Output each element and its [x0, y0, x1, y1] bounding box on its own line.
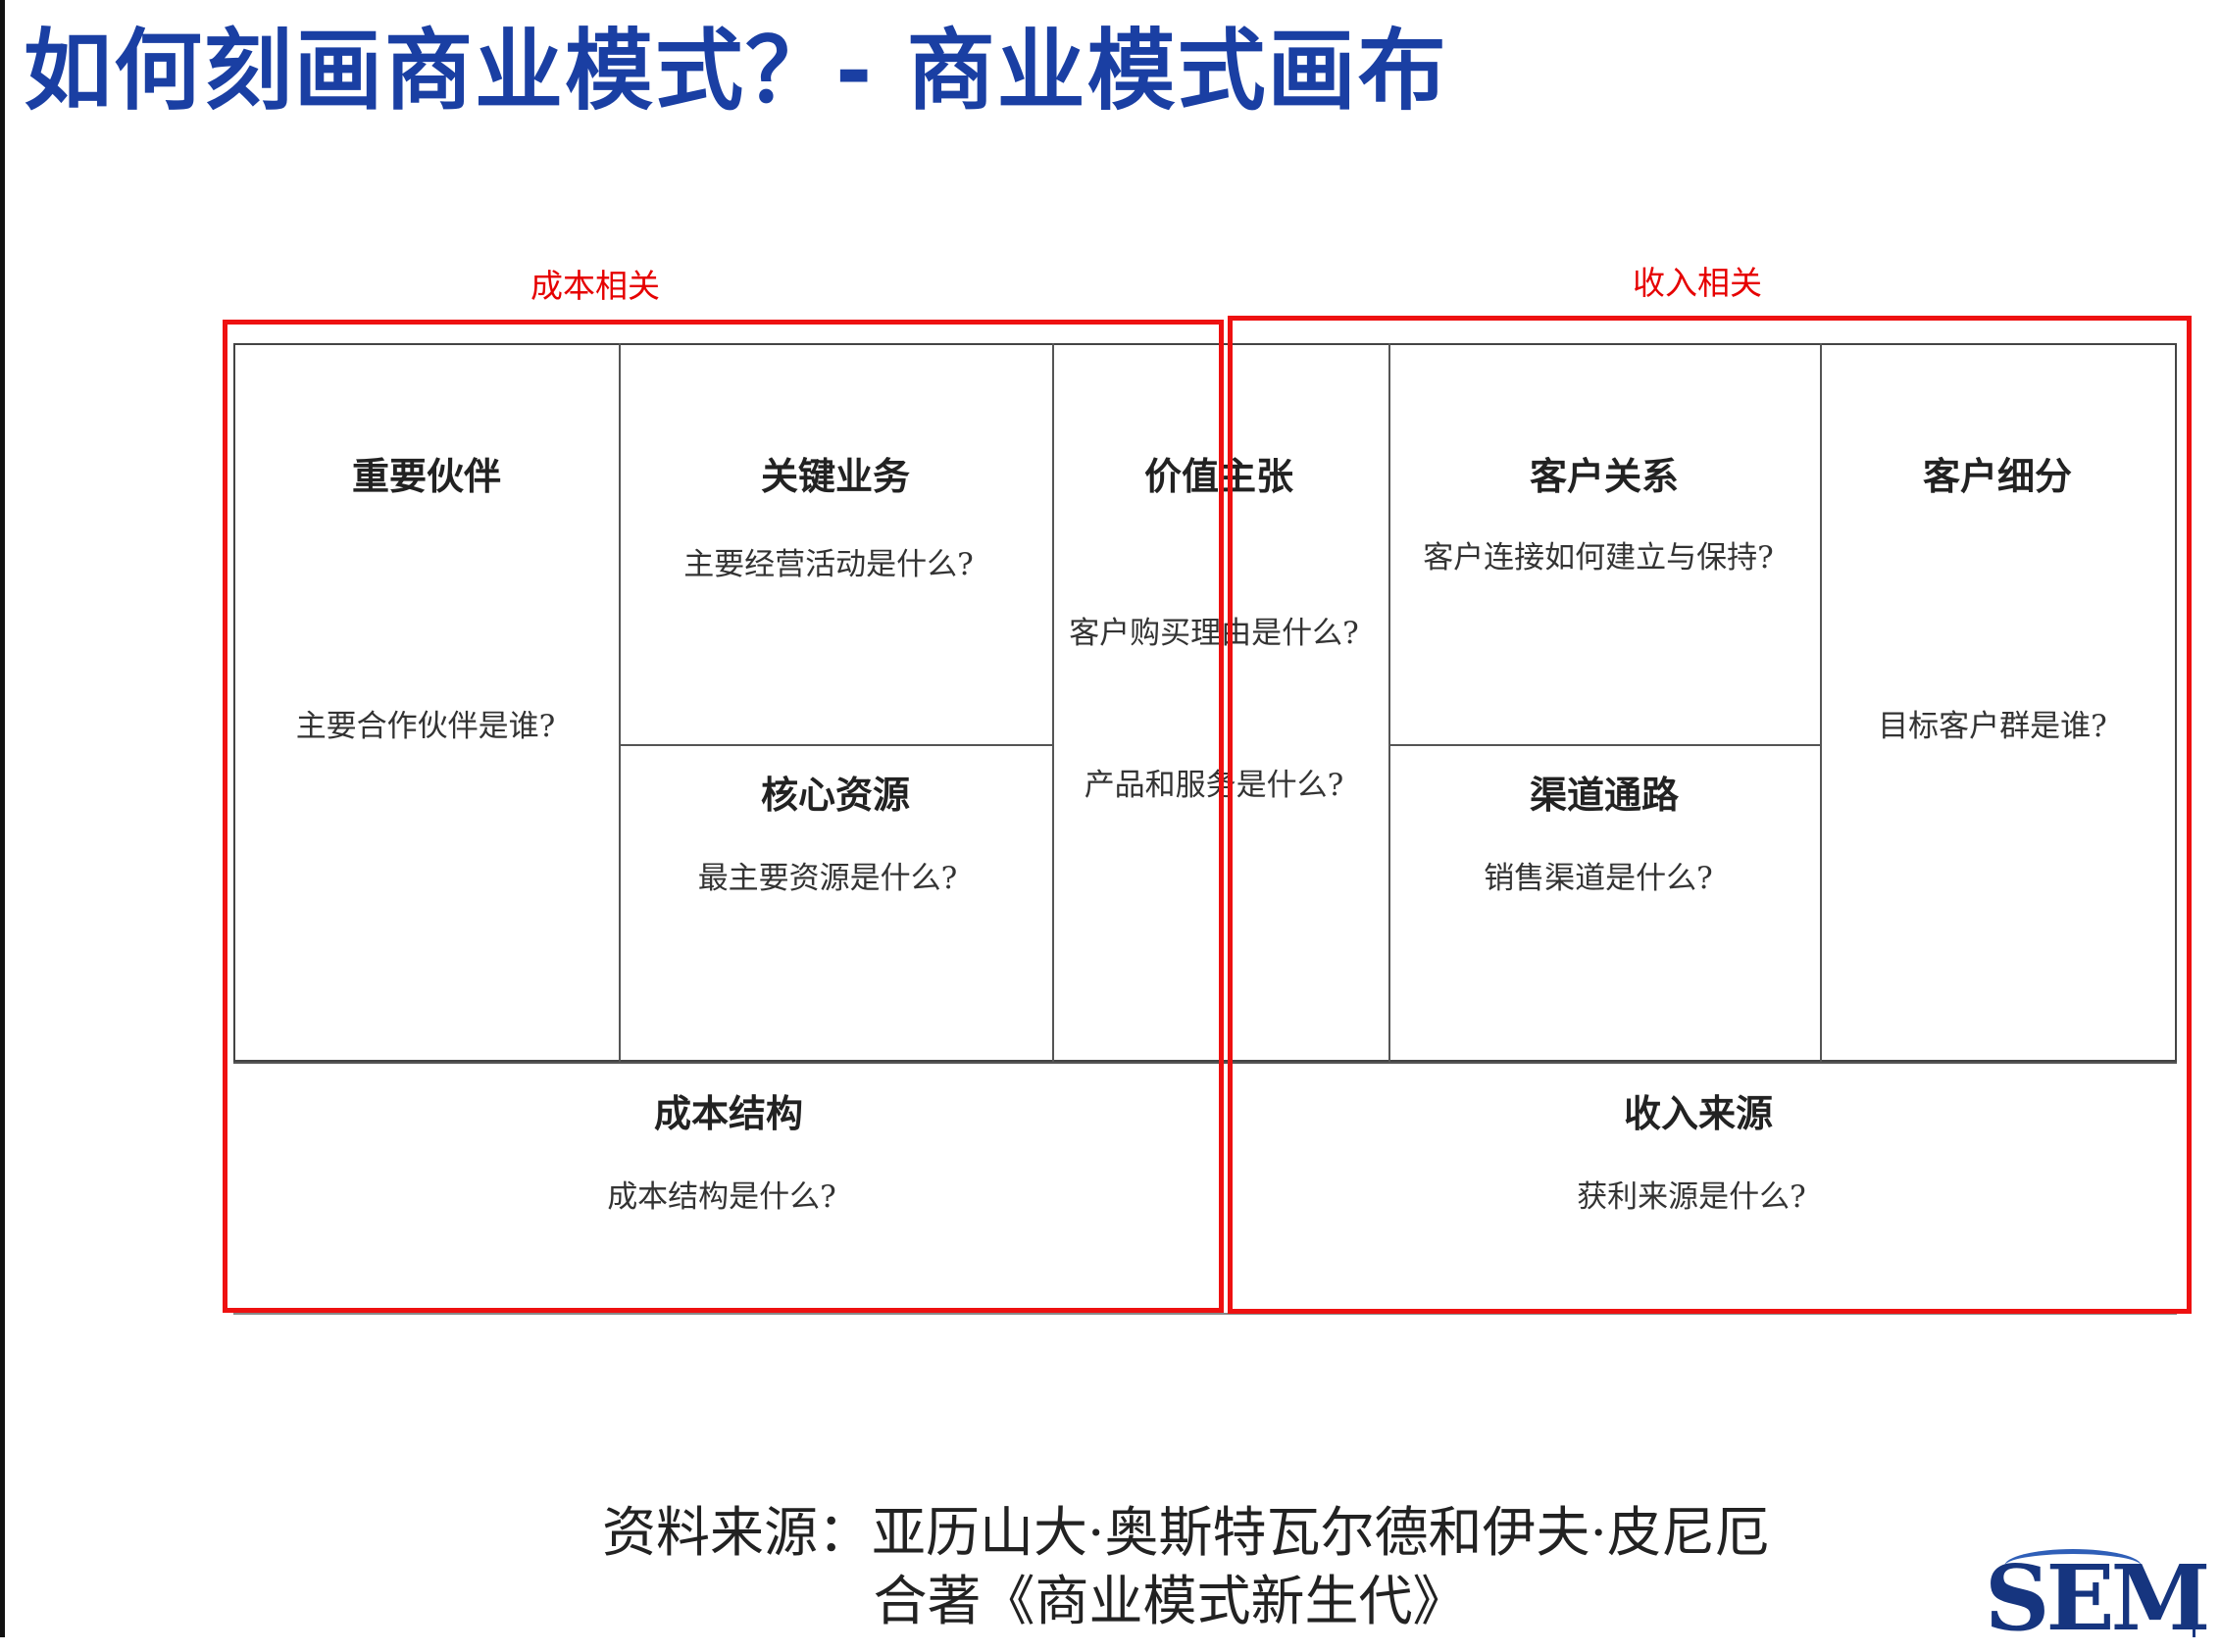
divider [1388, 343, 1390, 1062]
customer-relationships-title: 客户关系 [1529, 454, 1680, 498]
sem-logo: SEM [1985, 1545, 2210, 1651]
key-resources-question: 最主要资源是什么? [697, 861, 958, 896]
logo-divider [2193, 1569, 2195, 1637]
source-line-2: 合著《商业模式新生代》 [873, 1570, 1467, 1632]
key-partners-question: 主要合作伙伴是谁? [295, 709, 556, 744]
revenue-group-label: 收入相关 [1633, 264, 1762, 302]
key-activities-title: 关键业务 [760, 454, 911, 498]
divider [1052, 343, 1054, 1062]
customer-relationships-question: 客户连接如何建立与保持? [1423, 540, 1774, 576]
divider [1820, 343, 1822, 1062]
value-proposition-question-2: 产品和服务是什么? [1084, 768, 1344, 803]
divider [619, 343, 621, 1062]
customer-segments-question: 目标客户群是谁? [1878, 709, 2107, 744]
customer-segments-title: 客户细分 [1922, 454, 2073, 498]
cost-related-highlight-box [223, 320, 1224, 1313]
key-activities-question: 主要经营活动是什么? [683, 547, 974, 582]
cost-group-label: 成本相关 [530, 267, 660, 305]
key-partners-title: 重要伙伴 [351, 454, 502, 498]
canvas-bottom-rule [233, 1313, 2177, 1315]
slide-left-edge [0, 0, 5, 1637]
source-line-1: 资料来源：亚历山大·奥斯特瓦尔德和伊夫·皮尼厄 [602, 1501, 1769, 1564]
revenue-streams-question: 获利来源是什么? [1577, 1179, 1806, 1215]
page-title: 如何刻画商业模式？- 商业模式画布 [24, 20, 1448, 123]
key-resources-title: 核心资源 [760, 773, 911, 817]
divider [1388, 744, 1822, 746]
channels-question: 销售渠道是什么? [1484, 861, 1713, 896]
sem-logo-arc [2004, 1549, 2142, 1583]
value-proposition-question-1: 客户购买理由是什么? [1069, 616, 1359, 651]
canvas-frame [233, 343, 2177, 1062]
divider [619, 744, 1054, 746]
revenue-streams-title: 收入来源 [1623, 1091, 1774, 1135]
cost-structure-title: 成本结构 [653, 1091, 804, 1135]
revenue-related-highlight-box [1228, 316, 2192, 1314]
business-model-canvas: 重要伙伴 主要合作伙伴是谁? 关键业务 主要经营活动是什么? 核心资源 最主要资… [233, 343, 2177, 1315]
cost-structure-question: 成本结构是什么? [607, 1179, 836, 1215]
divider [233, 1062, 2177, 1064]
channels-title: 渠道通路 [1529, 773, 1680, 817]
